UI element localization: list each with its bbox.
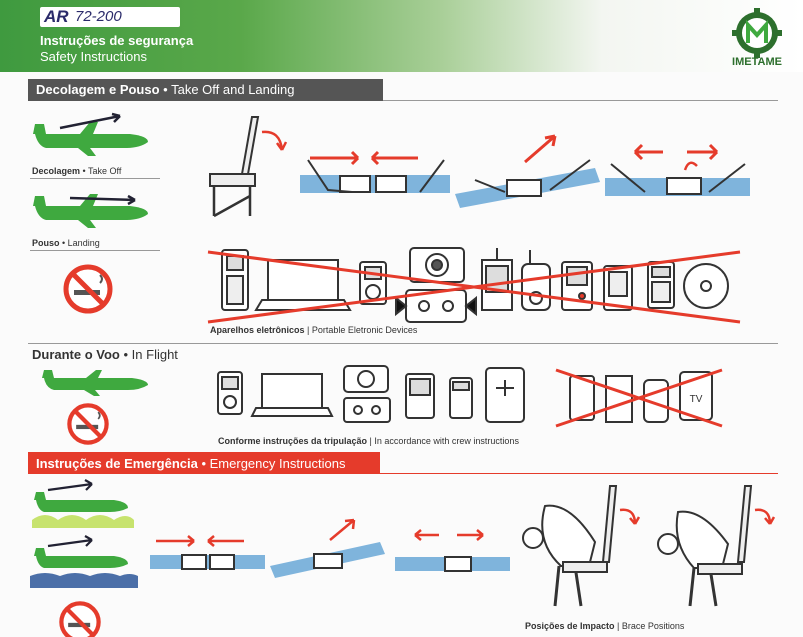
seatbelt-icon — [605, 143, 750, 196]
section-takeoff-bar — [28, 79, 383, 101]
radio-icon — [481, 248, 513, 311]
seatbelt-icon — [455, 134, 600, 208]
cassette-icon — [395, 289, 477, 323]
crew-label-en: In accordance with crew instructions — [374, 436, 519, 446]
devices-label-en: Portable Eletronic Devices — [311, 325, 418, 335]
tv-icon — [679, 371, 713, 421]
section-emergency-bar — [28, 452, 380, 474]
banned-devices-flight: TV — [555, 368, 723, 428]
seatbelt-icon — [150, 535, 265, 570]
section-takeoff-title-pt: Decolagem e Pouso — [36, 82, 160, 97]
music-player-icon — [217, 371, 243, 415]
radio-icon — [605, 375, 633, 423]
no-smoking-icon — [63, 264, 113, 314]
plane-icon — [33, 194, 148, 228]
plane-icon — [33, 112, 148, 156]
laptop-icon — [250, 373, 334, 417]
seatbelt-icon — [270, 518, 385, 578]
banned-devices — [207, 247, 741, 324]
camera-icon — [409, 247, 465, 283]
allowed-devices — [217, 365, 525, 423]
landing-label-en: Landing — [67, 238, 100, 248]
camera-icon — [343, 365, 389, 393]
no-smoking-icon — [67, 403, 109, 445]
logo-text: IMETAME — [732, 56, 782, 68]
crew-label: Conforme instruções da tripulação — [218, 436, 368, 446]
seat-icon — [209, 116, 288, 218]
plane-icon — [32, 479, 134, 528]
brace-position-icon — [522, 485, 641, 607]
brace-position-icon — [657, 485, 776, 607]
brace-label: Posições de Impacto — [525, 621, 615, 631]
devices-label: Aparelhos eletrônicos — [210, 325, 305, 335]
phone-icon — [221, 249, 249, 311]
plane-icon — [42, 370, 148, 396]
calculator-icon — [647, 261, 675, 309]
brace-label-en: Brace Positions — [621, 621, 685, 631]
landing-label: Pouso — [32, 238, 60, 248]
tv-label: TV — [690, 394, 703, 405]
seatbelt-icon — [395, 529, 510, 572]
section-emergency-title-pt: Instruções de Emergência — [36, 456, 198, 471]
section-emergency-title-en: Emergency Instructions — [209, 456, 346, 471]
plane-icon — [30, 535, 138, 588]
title-pt: Instruções de segurança — [40, 33, 194, 48]
calculator-icon — [449, 377, 473, 419]
reader-icon — [603, 265, 633, 311]
section-takeoff-title-en: Take Off and Landing — [171, 82, 295, 97]
takeoff-label: Decolagem — [32, 166, 81, 176]
walkie-talkie-icon — [521, 250, 551, 311]
seatbelt-icon — [300, 150, 450, 193]
section-flight-title-pt: Durante o Voo — [32, 347, 120, 362]
phone-icon — [569, 375, 595, 421]
cassette-icon — [343, 397, 391, 423]
section-flight-title-en: In Flight — [131, 347, 178, 362]
model-badge — [40, 7, 180, 27]
no-smoking-icon — [59, 601, 101, 637]
model-prefix: AR — [44, 7, 69, 26]
game-icon — [405, 373, 435, 419]
cd-icon — [683, 263, 729, 309]
flight-mode-phone-icon — [485, 367, 525, 423]
imetame-logo-icon — [732, 8, 782, 58]
model-number: 72-200 — [75, 8, 122, 25]
takeoff-label-en: Take Off — [88, 166, 122, 176]
title-en: Safety Instructions — [40, 49, 147, 64]
